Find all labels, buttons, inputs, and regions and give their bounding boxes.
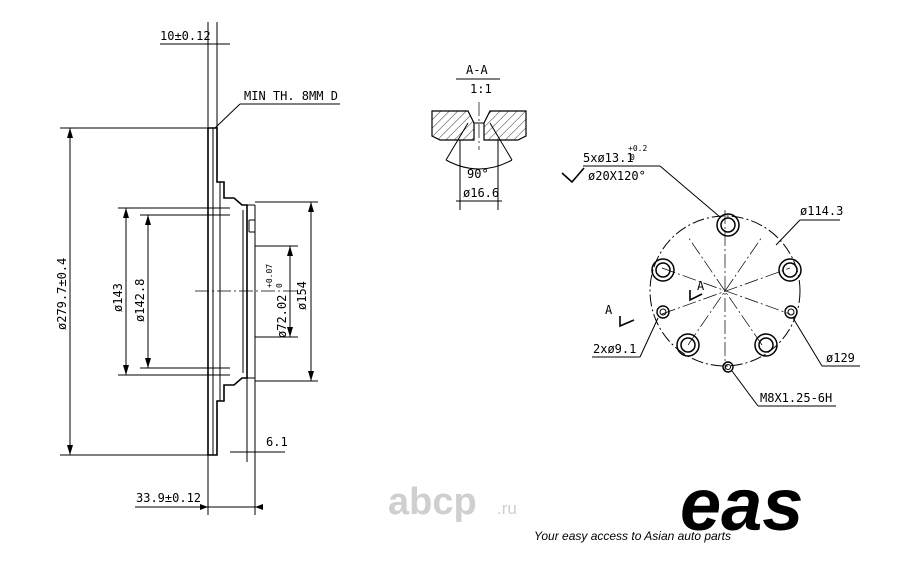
section-a-a: A-A 1:1 90° ø16.6	[431, 63, 527, 210]
bolt-holes-label: 5xø13.1	[583, 151, 634, 165]
bolt-holes	[651, 213, 802, 357]
center-bore-tol-lower: 0	[275, 283, 284, 288]
hat-outer-label: ø143	[111, 283, 125, 312]
outer-diameter-label: ø279.7±0.4	[55, 258, 69, 330]
thread-label: M8X1.25-6H	[760, 391, 832, 405]
outer-circle-label: ø129	[826, 351, 855, 365]
chamfer-label: ø20X120°	[588, 169, 646, 183]
min-thickness-label: MIN TH. 8MM D	[244, 89, 338, 103]
section-scale: 1:1	[470, 82, 492, 96]
watermark-text: abcp	[388, 481, 477, 523]
bolt-holes-tol-upper: +0.2	[628, 144, 647, 153]
eas-logo-text: eas	[680, 463, 803, 546]
center-bore-tol-upper: +0.07	[265, 264, 274, 288]
section-title: A-A	[466, 63, 488, 77]
watermark-tld: .ru	[497, 499, 517, 518]
hat-diameter-text: ø154	[295, 281, 309, 310]
small-holes-label: 2xø9.1	[593, 342, 636, 356]
section-angle: 90°	[467, 167, 489, 181]
section-marker-right: A	[697, 279, 705, 293]
eas-logo: eas Your easy access to Asian auto parts	[534, 463, 803, 546]
hat-inner-label: ø142.8	[133, 279, 147, 322]
flange-thickness-label: 10±0.12	[160, 29, 211, 43]
total-height-label: 33.9±0.12	[136, 491, 201, 505]
eas-tagline: Your easy access to Asian auto parts	[534, 529, 731, 543]
center-bore-label: ø72.02	[275, 295, 289, 338]
hub-depth-label: 6.1	[266, 435, 288, 449]
watermark: abcp .ru	[388, 481, 517, 523]
section-counterbore: ø16.6	[463, 186, 499, 200]
disc-side-view: 10±0.12 MIN TH. 8MM D ø279.7±0.4 ø143 ø1…	[55, 22, 340, 515]
section-marker-left: A	[605, 303, 613, 317]
bolt-pattern-view: 5xø13.1 +0.2 0 ø20X120° ø114.3 2xø9.1 ø1…	[561, 144, 860, 407]
pcd-label: ø114.3	[800, 204, 843, 218]
bolt-holes-tol-lower: 0	[630, 153, 635, 162]
